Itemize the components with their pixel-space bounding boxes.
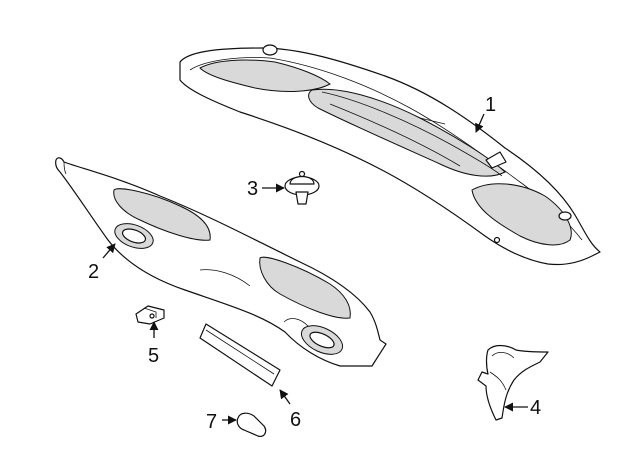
leader-6 bbox=[279, 389, 291, 405]
callout-5: 5 bbox=[148, 345, 159, 367]
part-5-small-clip[interactable] bbox=[135, 305, 165, 325]
callout-4: 4 bbox=[530, 397, 541, 419]
part-2-lower-trim-panel[interactable] bbox=[55, 157, 387, 367]
callout-7: 7 bbox=[206, 411, 217, 433]
part-3-push-clip[interactable] bbox=[284, 170, 320, 205]
callout-6: 6 bbox=[290, 409, 301, 431]
part-4-bracket[interactable] bbox=[477, 344, 549, 421]
leader-2 bbox=[102, 243, 116, 259]
callout-2: 2 bbox=[88, 261, 99, 283]
leader-1 bbox=[475, 113, 485, 133]
part-7-small-pad[interactable] bbox=[236, 412, 267, 437]
callout-3: 3 bbox=[247, 178, 258, 200]
part-6-insulator-pad[interactable] bbox=[199, 323, 281, 387]
clip-boss-icon bbox=[558, 211, 572, 221]
part-1-upper-trim-panel[interactable] bbox=[179, 44, 601, 266]
clip-boss-icon bbox=[262, 44, 278, 56]
callout-1: 1 bbox=[485, 94, 496, 116]
